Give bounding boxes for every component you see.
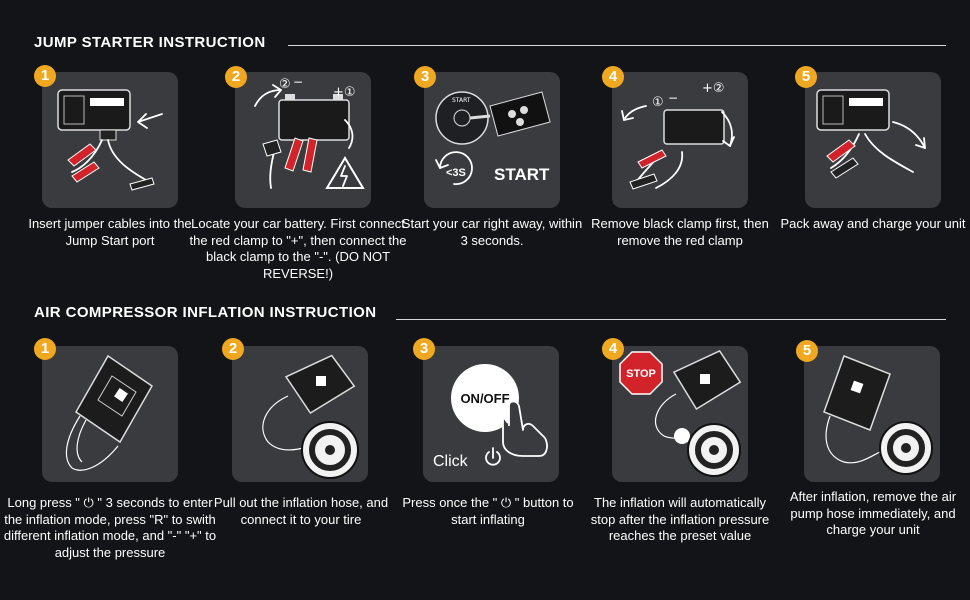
air-step-4-tile: STOP [612, 346, 748, 482]
air-step-4-caption: The inflation will automatically stop af… [590, 495, 770, 543]
tire-connect-icon [262, 354, 359, 479]
air-step-3-tile: ON/OFF Click [423, 346, 559, 482]
jump-section-divider [288, 45, 946, 46]
jump-step-5-badge: 5 [795, 66, 817, 88]
ignition-key-icon: START <3S START [435, 91, 551, 185]
air-step-2-badge: 2 [222, 338, 244, 360]
air-step-5-caption: After inflation, remove the air pump hos… [789, 489, 957, 537]
jump-step-5-caption: Pack away and charge your unit [780, 216, 966, 231]
jump-step-3-start-label: START [494, 165, 550, 184]
remove-hose-icon [823, 355, 933, 475]
jump-step-2-label-a: ② [279, 77, 291, 92]
air-step-2-tile [232, 346, 368, 482]
air-step-1-badge: 1 [34, 338, 56, 360]
jump-step-4-label-c: +② [702, 81, 725, 96]
air-step-3-caption: Press once the " ⏻ " button to start inf… [402, 495, 574, 527]
jump-step-1-tile [42, 72, 178, 208]
jump-step-4-label-b: − [668, 91, 678, 105]
car-battery-icon: ② − +① [254, 75, 365, 189]
air-section-divider [396, 319, 946, 320]
jump-step-4-caption: Remove black clamp first, then remove th… [591, 216, 769, 248]
air-section-title: AIR COMPRESSOR INFLATION INSTRUCTION [34, 304, 377, 321]
power-button-icon: ON/OFF Click [433, 364, 548, 470]
jump-step-1-badge: 1 [34, 65, 56, 87]
pack-away-icon [816, 89, 926, 179]
air-step-3-onoff-label[interactable]: ON/OFF [460, 391, 509, 406]
jump-step-3-badge: 3 [414, 66, 436, 88]
air-step-1-caption: Long press " ⏻ " 3 seconds to enter the … [3, 495, 217, 560]
jump-starter-port-icon [57, 89, 163, 191]
jump-section-title: JUMP STARTER INSTRUCTION [34, 34, 266, 51]
jump-step-4-badge: 4 [602, 66, 624, 88]
compressor-device-icon [65, 354, 153, 471]
air-step-4-badge: 4 [602, 338, 624, 360]
battery-remove-icon: ① − +② [621, 81, 735, 190]
air-step-2-caption: Pull out the inflation hose, and connect… [213, 495, 389, 527]
air-step-5-badge: 5 [796, 340, 818, 362]
jump-step-2-label-b: − [293, 75, 303, 89]
jump-step-3-timer-label: <3S [446, 167, 466, 179]
jump-step-1-caption: Insert jumper cables into the Jump Start… [28, 216, 192, 248]
jump-step-2-caption: Locate your car battery. First connect t… [189, 216, 407, 281]
jump-step-2-label-c: +① [333, 85, 356, 100]
air-step-5-tile [804, 346, 940, 482]
air-step-3-badge: 3 [413, 338, 435, 360]
jump-step-4-label-a: ① [652, 95, 664, 110]
air-step-4-stop-label: STOP [626, 368, 656, 380]
jump-step-3-ignition-label: START [452, 97, 471, 104]
air-step-3-click-label: Click [433, 453, 469, 470]
air-step-1-tile [42, 346, 178, 482]
jump-step-3-caption: Start your car right away, within 3 seco… [401, 216, 583, 248]
jump-step-4-tile: ① − +② [612, 72, 748, 208]
jump-step-2-badge: 2 [225, 66, 247, 88]
auto-stop-icon: STOP [619, 350, 742, 477]
jump-step-2-tile: ② − +① [235, 72, 371, 208]
jump-step-3-tile: START <3S START [424, 72, 560, 208]
jump-step-5-tile [805, 72, 941, 208]
